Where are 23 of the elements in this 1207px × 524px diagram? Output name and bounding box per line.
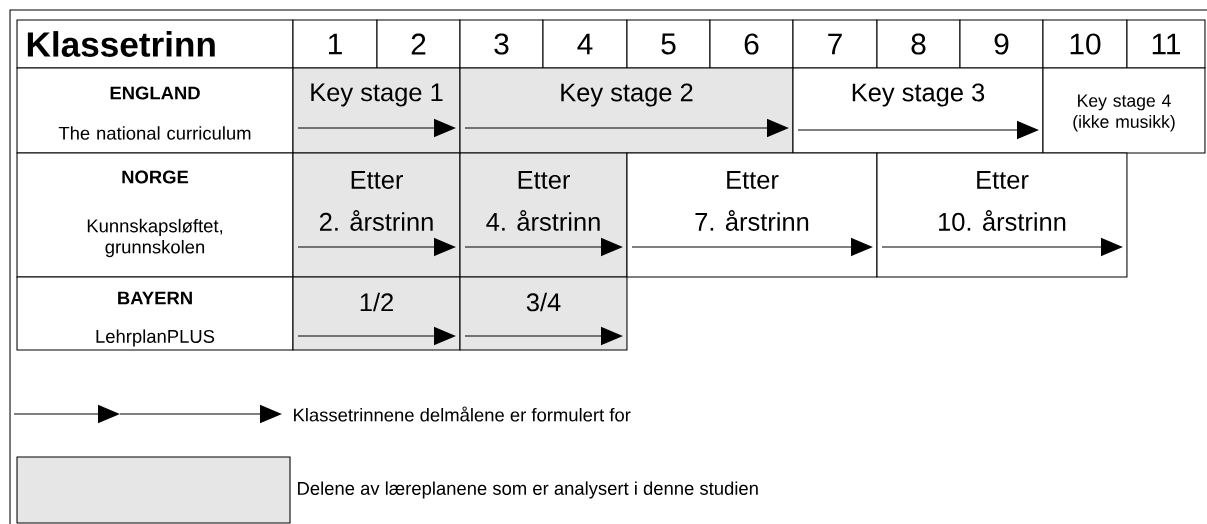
header-cell: 7 xyxy=(792,19,878,69)
header-cell: 4 xyxy=(542,19,628,69)
header-cell: 6 xyxy=(709,19,794,69)
legend-text: Klassetrinnene delmålene er formulert for xyxy=(294,406,631,422)
stage-cell: Etter 7. årstrinn xyxy=(626,152,878,278)
legend-text: Delene av læreplanene som er analysert i denne studien xyxy=(298,481,758,499)
header-cell: 10 xyxy=(1042,19,1128,69)
row-header-cell: BAYERN LehrplanPLUS xyxy=(16,276,294,351)
row-header-cell: NORGE Kunnskapsløftet, grunnskolen xyxy=(16,152,294,278)
row-header-cell: ENGLAND The national curriculum xyxy=(16,67,294,154)
stage-cell: Key stage 1 xyxy=(292,67,461,154)
stage-cell: Etter 4. årstrinn xyxy=(459,152,628,278)
stage-cell: 1/2 xyxy=(292,276,461,351)
header-cell: 3 xyxy=(459,19,544,69)
header-cell: 8 xyxy=(876,19,961,69)
header-cell: 2 xyxy=(376,19,461,69)
stage-cell: Key stage 2 xyxy=(459,67,794,154)
header-cell: 11 xyxy=(1126,19,1206,69)
header-cell: 9 xyxy=(959,19,1044,69)
stage-cell: Etter 2. årstrinn xyxy=(292,152,461,278)
header-cell: 1 xyxy=(292,19,378,69)
stage-cell: 3/4 xyxy=(459,276,628,351)
header-cell: 5 xyxy=(626,19,711,69)
